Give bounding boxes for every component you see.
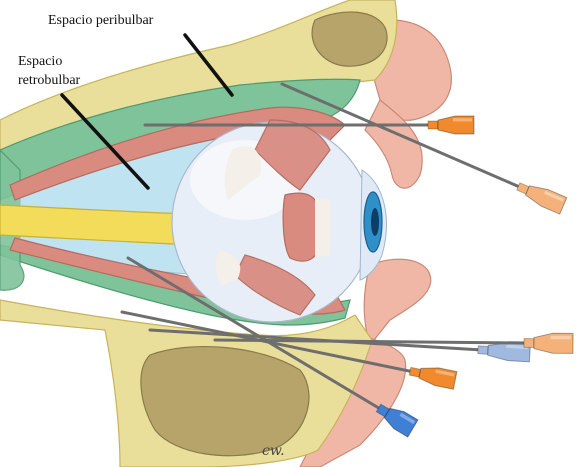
lateral-rectus-tendon xyxy=(315,198,330,258)
maxillary-sinus xyxy=(141,347,309,456)
syringe-hub-icon xyxy=(515,178,567,214)
syringe-hub-icon xyxy=(428,116,474,134)
syringe-hub-icon xyxy=(524,333,573,353)
label-peribulbar: Espacio peribulbar xyxy=(48,13,154,28)
lower-eyelid-skin xyxy=(364,259,431,345)
syringe-hub-icon xyxy=(408,362,457,389)
pupil xyxy=(371,208,379,236)
label-retrobulbar-line1: Espacio xyxy=(18,54,62,69)
label-retrobulbar-line2: retrobulbar xyxy=(18,73,81,88)
lateral-rectus-muscle xyxy=(283,193,318,261)
artist-signature: cw. xyxy=(262,443,285,459)
